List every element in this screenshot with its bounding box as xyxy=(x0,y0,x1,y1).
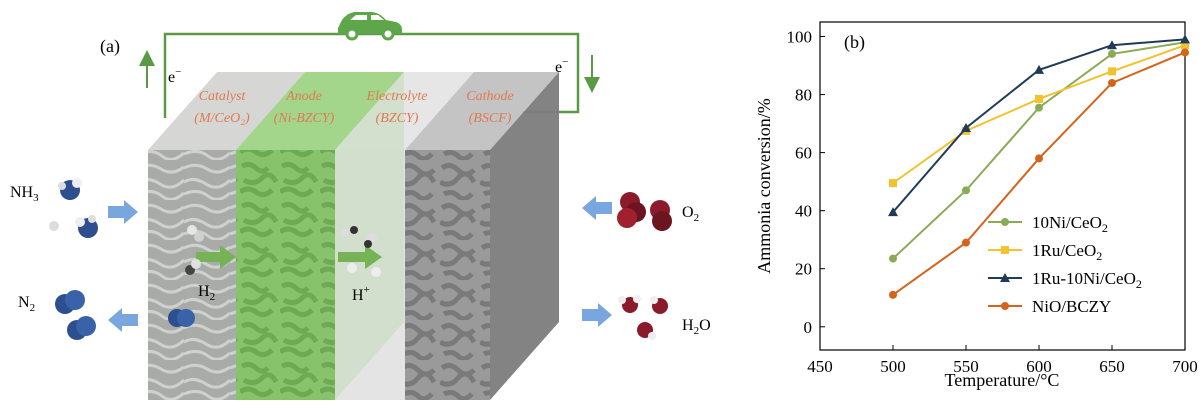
proton-flow-arrow xyxy=(338,245,382,269)
electrolyte-layer xyxy=(335,150,405,400)
data-point xyxy=(1181,41,1189,50)
layer-label-catalyst-detail: (M/CeO₂) xyxy=(194,111,250,126)
data-point xyxy=(1001,302,1009,310)
data-point xyxy=(888,207,898,217)
data-point xyxy=(1108,49,1116,58)
h2-molecule-icon xyxy=(185,225,204,275)
series-layer xyxy=(888,34,1190,299)
cell-top-face xyxy=(148,72,305,150)
data-point xyxy=(1035,103,1043,112)
data-point xyxy=(889,254,897,263)
legend-item: 1Ru/CeO2 xyxy=(988,241,1102,263)
panel-label-a: (a) xyxy=(100,36,120,57)
anode-top-face xyxy=(236,72,404,150)
layer-label-electrolyte-detail: (BZCY) xyxy=(376,111,419,126)
electron-label-left: e− xyxy=(168,66,181,86)
h2-flow-arrow xyxy=(196,245,236,269)
legend-label: 10Ni/CeO2 xyxy=(1032,213,1108,235)
legend-label: NiO/BCZY xyxy=(1032,297,1111,316)
data-point xyxy=(1181,48,1189,57)
n2-label: N2 xyxy=(18,294,35,314)
plot-frame xyxy=(819,21,1186,351)
data-point xyxy=(1034,64,1044,74)
layer-label-cathode: Cathode xyxy=(466,89,513,104)
n2-molecule-icon xyxy=(55,290,195,340)
fuel-cell-diagram: (a) e− e− Catalyst (M/CeO₂) Anode (Ni-BZ… xyxy=(10,12,711,400)
data-point xyxy=(1180,34,1190,44)
x-tick-label: 500 xyxy=(880,357,906,376)
h2o-out-arrow xyxy=(582,303,612,327)
layer-label-anode-detail: (Ni-BZCY) xyxy=(274,111,335,126)
layer-labels: Catalyst (M/CeO₂) Anode (Ni-BZCY) Electr… xyxy=(194,89,513,126)
legend-item: 1Ru-10Ni/CeO2 xyxy=(988,269,1142,291)
data-point xyxy=(1108,78,1116,87)
data-point xyxy=(889,179,897,188)
legend-item: 10Ni/CeO2 xyxy=(988,213,1108,235)
layer-label-catalyst: Catalyst xyxy=(199,89,247,104)
data-point xyxy=(962,186,970,195)
legend-label: 1Ru/CeO2 xyxy=(1032,241,1102,263)
data-point xyxy=(1001,246,1009,254)
y-tick-label: 0 xyxy=(804,318,813,337)
data-point xyxy=(1001,218,1009,226)
layer-label-electrolyte: Electrolyte xyxy=(366,89,428,104)
data-point xyxy=(962,238,970,247)
y-tick-label: 60 xyxy=(795,144,812,163)
y-tick-label: 80 xyxy=(795,86,812,105)
nh3-molecule-icon xyxy=(49,178,98,238)
data-point xyxy=(1035,94,1043,103)
series-3 xyxy=(889,48,1189,299)
panel-label-b: (b) xyxy=(844,32,865,53)
data-point xyxy=(1107,40,1117,50)
electrolyte-top-face xyxy=(335,72,474,150)
data-point xyxy=(1000,273,1010,282)
layer-label-cathode-detail: (BSCF) xyxy=(469,111,512,126)
y-tick-label: 40 xyxy=(795,202,812,221)
series-2 xyxy=(888,34,1190,217)
data-point xyxy=(1035,154,1043,163)
x-axis-label: Temperature/°C xyxy=(945,370,1060,390)
h2o-molecule-icon xyxy=(618,295,668,340)
catalyst-layer xyxy=(148,150,236,400)
y-tick-label: 100 xyxy=(787,28,813,47)
data-point xyxy=(1108,67,1116,76)
x-tick-label: 550 xyxy=(953,357,979,376)
cathode-top-face xyxy=(405,72,559,150)
cathode-side-face xyxy=(490,72,559,400)
nh3-in-arrow xyxy=(108,200,138,224)
layer-label-anode: Anode xyxy=(285,89,322,104)
n2-out-arrow xyxy=(108,308,138,332)
legend-item: NiO/BCZY xyxy=(988,297,1111,316)
data-point xyxy=(889,290,897,299)
x-tick-label: 700 xyxy=(1172,357,1198,376)
x-tick-label: 450 xyxy=(807,357,833,376)
cathode-layer xyxy=(405,150,490,400)
x-tick-label: 650 xyxy=(1099,357,1125,376)
anode-layer xyxy=(236,150,335,400)
electron-label-right: e− xyxy=(555,56,568,76)
o2-label: O2 xyxy=(682,204,699,224)
car-icon xyxy=(338,12,402,41)
proton-icon xyxy=(341,226,381,277)
nh3-label: NH3 xyxy=(10,184,39,204)
y-axis-label: Ammonia conversion/% xyxy=(754,98,774,273)
data-point xyxy=(961,122,971,132)
x-tick-label: 600 xyxy=(1026,357,1052,376)
y-tick-label: 20 xyxy=(795,260,812,279)
x-axis: 450 500 550 600 650 700 xyxy=(807,345,1198,376)
h2o-label: H2O xyxy=(682,317,711,337)
o2-molecule-icon xyxy=(617,192,672,231)
legend-label: 1Ru-10Ni/CeO2 xyxy=(1032,269,1142,291)
proton-label: H+ xyxy=(352,284,370,304)
y-axis: 0 20 40 60 80 100 xyxy=(787,28,825,337)
o2-in-arrow xyxy=(582,196,612,220)
anode-translucent-overlay xyxy=(236,72,404,400)
ammonia-conversion-chart: (b) 450 500 550 600 650 700 0 20 40 60 80 100 Temp… xyxy=(754,21,1198,390)
h2-label: H2 xyxy=(198,283,215,303)
